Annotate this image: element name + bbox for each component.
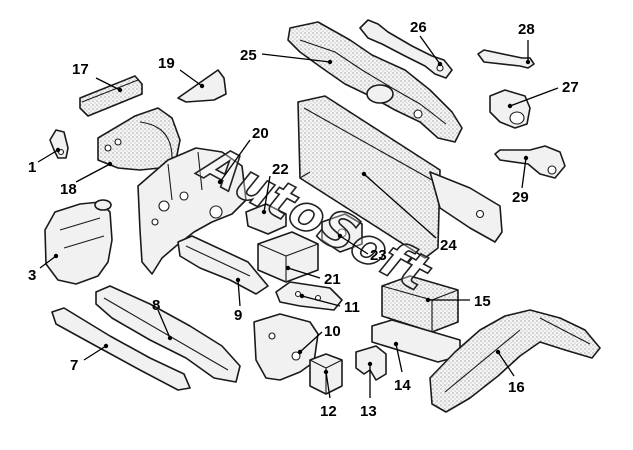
callout-labels: 1 3 7 8 9 10 11 12 13 14 15 16 17 18 19 … — [28, 19, 579, 420]
callout-11: 11 — [344, 299, 360, 316]
callout-24: 24 — [440, 237, 457, 254]
callout-25: 25 — [240, 47, 257, 64]
callout-19: 19 — [158, 55, 175, 72]
callout-27: 27 — [562, 79, 579, 96]
callout-1: 1 — [28, 159, 36, 176]
callout-12: 12 — [320, 403, 337, 420]
part-16-side-member — [429, 309, 601, 413]
callout-7: 7 — [70, 357, 78, 374]
callout-22: 22 — [272, 161, 289, 178]
part-22-bracket — [245, 203, 287, 235]
part-9-rail — [177, 235, 269, 295]
part-26-link-bracket — [359, 19, 453, 79]
part-17-bracket — [79, 75, 143, 117]
callout-15: 15 — [474, 293, 491, 310]
part-3-reservoir — [44, 199, 113, 285]
callout-9: 9 — [234, 307, 242, 324]
callout-23: 23 — [370, 247, 387, 264]
leader-lines — [37, 35, 559, 399]
part-28-bolt — [477, 49, 535, 69]
part-27-mount — [489, 89, 531, 129]
part-10-support-panel — [253, 313, 319, 381]
callout-16: 16 — [508, 379, 525, 396]
callout-20: 20 — [252, 125, 269, 142]
callout-18: 18 — [60, 181, 77, 198]
callout-29: 29 — [512, 189, 529, 206]
callout-17: 17 — [72, 61, 89, 78]
part-21-crossmember — [257, 231, 319, 283]
part-15-box-member — [381, 275, 459, 333]
part-1-clip — [49, 129, 69, 159]
callout-21: 21 — [324, 271, 341, 288]
part-left-front-apron — [137, 147, 247, 275]
part-23-bracket — [321, 213, 363, 253]
part-7-lower-crossmember — [51, 307, 191, 391]
callout-26: 26 — [410, 19, 427, 36]
callout-3: 3 — [28, 267, 36, 284]
callout-8: 8 — [152, 297, 160, 314]
callout-13: 13 — [360, 403, 377, 420]
callout-10: 10 — [324, 323, 341, 340]
part-29-mount-arm — [494, 145, 566, 179]
part-24-dash-panel — [297, 95, 503, 259]
callout-28: 28 — [518, 21, 535, 38]
callout-14: 14 — [394, 377, 411, 394]
part-25-cowl-panel — [287, 21, 463, 143]
